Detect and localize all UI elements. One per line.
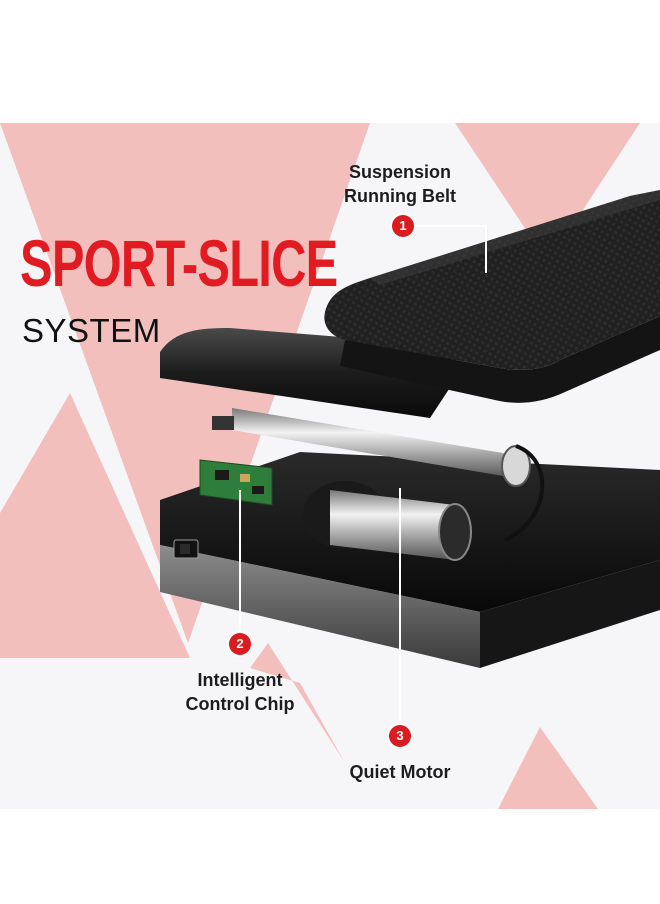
leader-line-1-horizontal <box>414 225 486 227</box>
belt-highlight <box>370 190 660 285</box>
callout-line: Running Belt <box>344 186 456 206</box>
triangle-left <box>0 393 190 658</box>
chip-component <box>252 486 264 494</box>
callout-label-motor: Quiet Motor <box>330 760 470 784</box>
triangle-bottom-right <box>498 727 598 809</box>
callout-label-chip: Intelligent Control Chip <box>166 668 314 716</box>
power-switch-rocker <box>180 544 190 554</box>
headline-subtitle: SYSTEM <box>22 312 161 349</box>
leader-line-1-vertical <box>485 225 487 273</box>
headline-title: SPORT-SLICE <box>20 226 338 300</box>
motor-body <box>330 490 455 560</box>
belt-side-edge <box>340 316 660 403</box>
triangle-top-right <box>455 123 640 263</box>
chip-component <box>215 470 229 480</box>
callout-label-belt: Suspension Running Belt <box>330 160 470 208</box>
callout-line: Quiet Motor <box>349 762 451 782</box>
motor-end-cap <box>438 503 472 561</box>
background-triangles <box>0 123 640 809</box>
roller-bracket-left <box>212 416 234 430</box>
drive-belt <box>504 444 545 542</box>
callout-badge-1: 1 <box>392 215 414 237</box>
triangle-bottom-center <box>250 643 345 763</box>
chip-component-gold <box>240 474 250 482</box>
leader-line-3 <box>399 488 401 725</box>
leader-line-2 <box>239 490 241 633</box>
callout-line: Intelligent <box>197 670 283 690</box>
callout-badge-3: 3 <box>389 725 411 747</box>
callout-line: Control Chip <box>185 694 295 714</box>
callout-badge-2: 2 <box>229 633 251 655</box>
callout-line: Suspension <box>348 162 451 182</box>
base-side-face <box>480 560 660 668</box>
large-triangle-top <box>0 123 370 643</box>
front-roller <box>232 408 515 478</box>
running-belt <box>324 190 660 370</box>
